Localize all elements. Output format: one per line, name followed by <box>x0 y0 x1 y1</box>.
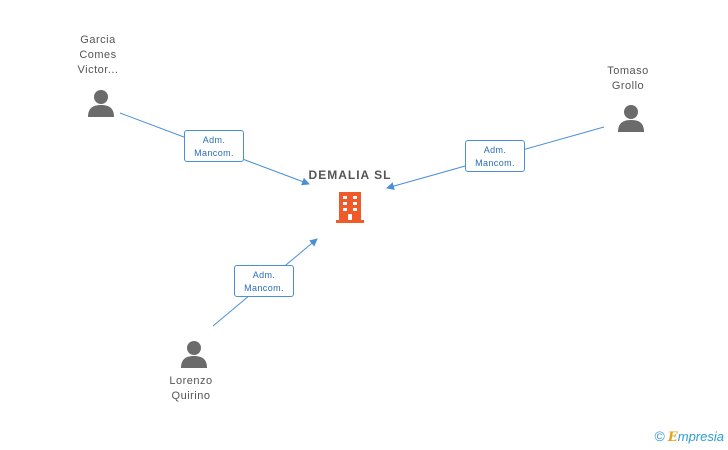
brand-logo-text: mpresia <box>677 429 724 444</box>
brand-logo-letter: E <box>667 430 678 445</box>
role-badge-lorenzo: Adm. Mancom. <box>234 265 294 297</box>
role-badge-tomaso: Adm. Mancom. <box>465 140 525 172</box>
role-badge-garcia: Adm. Mancom. <box>184 130 244 162</box>
person-icon[interactable] <box>616 103 646 133</box>
building-icon[interactable] <box>333 190 367 224</box>
person-name-tomaso[interactable]: Tomaso Grollo <box>607 65 649 92</box>
person-icon[interactable] <box>179 339 209 369</box>
copyright-symbol: © <box>654 428 665 444</box>
person-name-lorenzo[interactable]: Lorenzo Quirino <box>169 375 213 402</box>
person-name-garcia[interactable]: Garcia Comes Victor... <box>77 34 119 76</box>
company-name[interactable]: DEMALIA SL <box>308 168 392 182</box>
empresia-watermark: ©Empresia <box>655 428 725 445</box>
person-icon[interactable] <box>86 88 116 118</box>
